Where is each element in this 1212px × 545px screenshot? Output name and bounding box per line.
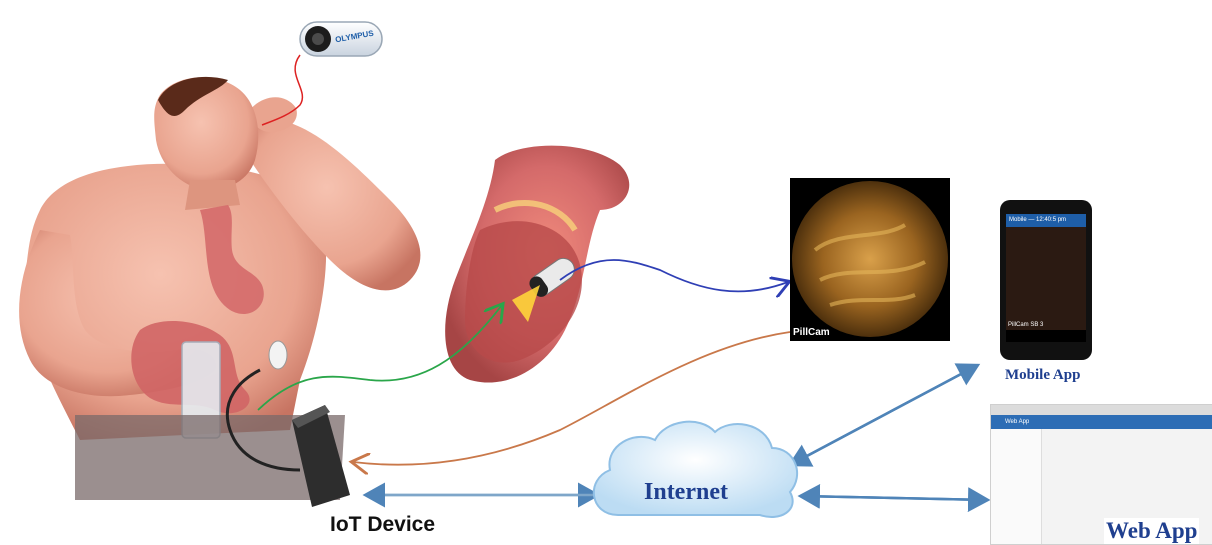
- internet-label: Internet: [644, 479, 728, 506]
- capsule-to-cam-arrow: [560, 260, 788, 291]
- web-app-label: Web App: [1104, 518, 1199, 544]
- mobile-app-label: Mobile App: [1005, 367, 1080, 384]
- iot-device-label: IoT Device: [330, 513, 435, 537]
- patient-illustration: [19, 77, 420, 500]
- phone-footer-label: PillCam SB 3: [1008, 322, 1043, 328]
- pillcam-label: PillCam: [793, 327, 830, 338]
- digestive-tract-illustration: [445, 146, 629, 383]
- web-app-header: Web App: [991, 415, 1212, 429]
- phone-screen: Mobile — 12:40:5 pm PillCam SB 3: [1006, 214, 1086, 342]
- phone-status-bar: Mobile — 12:40:5 pm: [1006, 214, 1086, 227]
- web-app-sidebar: [991, 429, 1042, 544]
- phone-nav-bar: [1006, 330, 1086, 342]
- browser-tab-strip: [991, 405, 1212, 415]
- mobile-phone: Mobile — 12:40:5 pm PillCam SB 3: [1000, 200, 1092, 360]
